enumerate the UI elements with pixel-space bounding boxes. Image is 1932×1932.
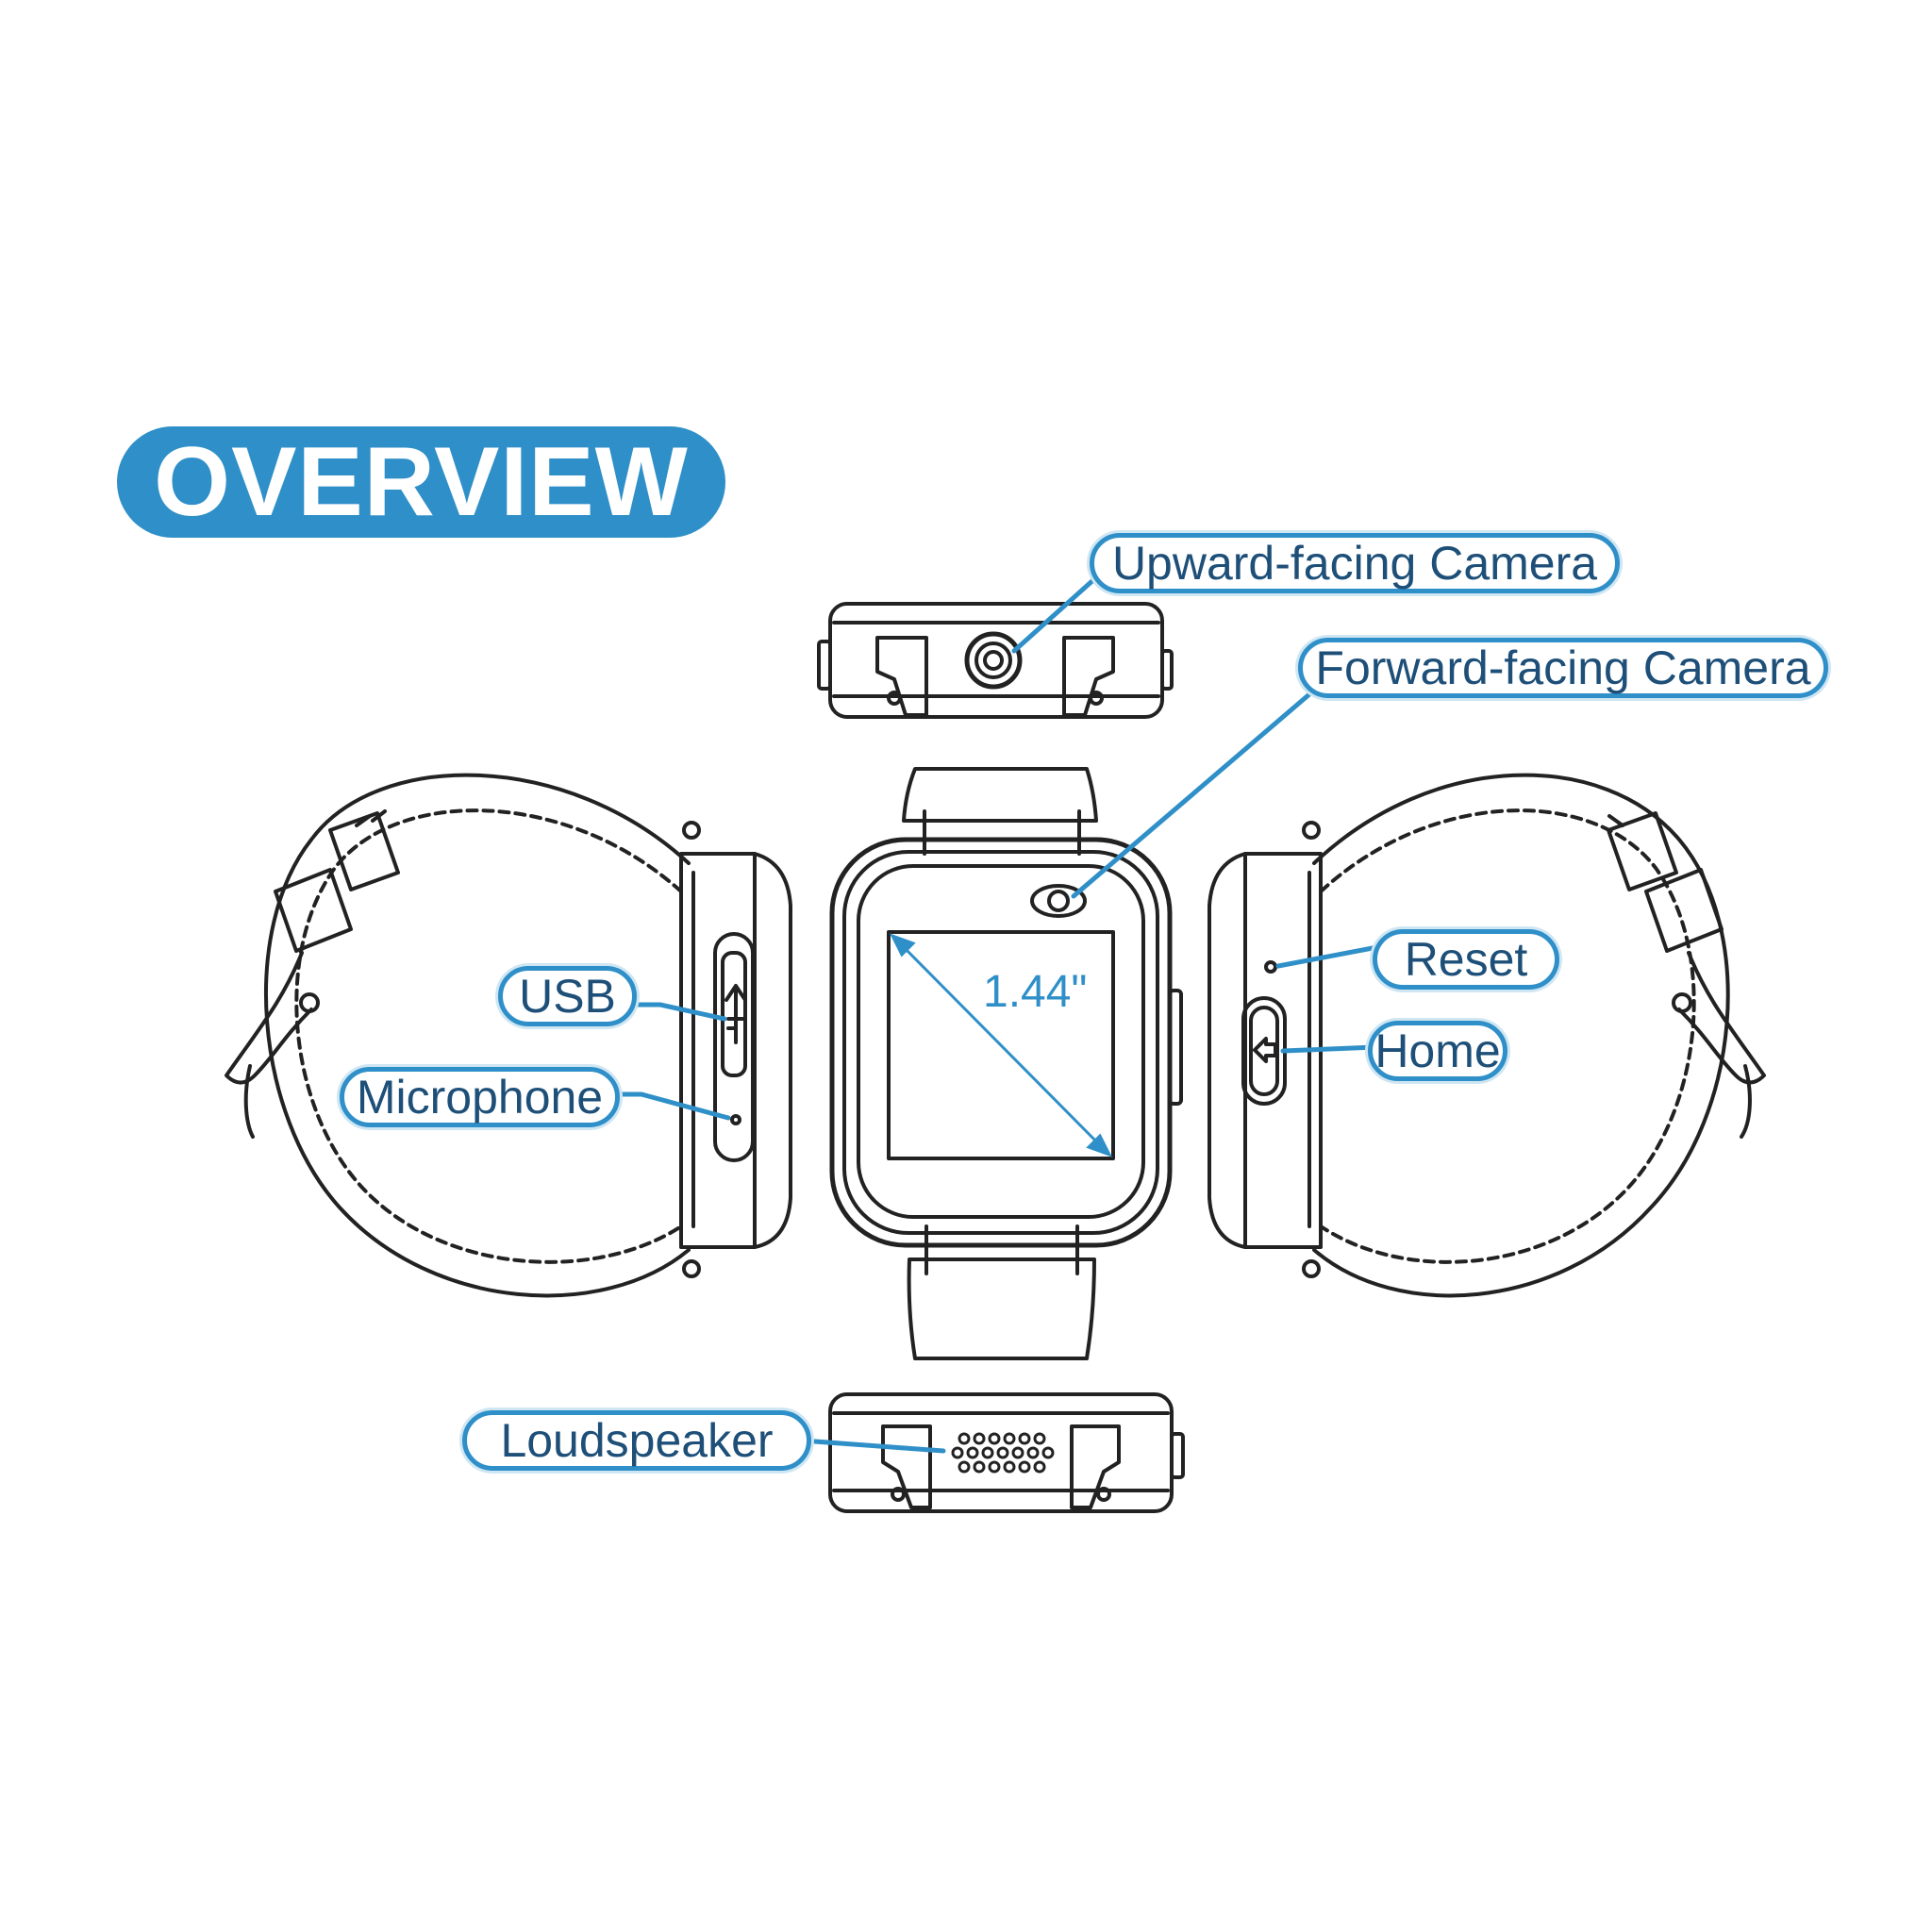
- loudspeaker-label: Loudspeaker: [462, 1410, 811, 1471]
- upward-camera-label: Upward-facing Camera: [1090, 533, 1620, 593]
- home-label: Home: [1368, 1021, 1507, 1081]
- forward-camera-label: Forward-facing Camera: [1298, 638, 1828, 698]
- microphone-text: Microphone: [356, 1071, 604, 1124]
- overview-title-badge: OVERVIEW: [117, 426, 725, 538]
- usb-label: USB: [498, 966, 637, 1026]
- reset-label: Reset: [1373, 929, 1559, 990]
- screen-size-label: 1.44": [983, 967, 1088, 1017]
- loudspeaker-text: Loudspeaker: [500, 1414, 774, 1467]
- speaker-grille: [951, 1432, 1055, 1474]
- forward-camera-text: Forward-facing Camera: [1315, 641, 1811, 694]
- upward-camera-text: Upward-facing Camera: [1111, 537, 1598, 590]
- usb-text: USB: [519, 970, 616, 1023]
- home-text: Home: [1374, 1024, 1501, 1077]
- watch-left-side-view: [225, 773, 792, 1298]
- watch-bottom-view: [828, 1392, 1185, 1513]
- screen-diagonal: [889, 933, 1113, 1158]
- page-title: OVERVIEW: [154, 427, 689, 537]
- watch-front-view: [829, 767, 1183, 1360]
- reset-text: Reset: [1404, 933, 1528, 986]
- watch-top-view: [817, 602, 1174, 719]
- microphone-label: Microphone: [340, 1067, 620, 1127]
- callout-leaders: [615, 568, 1378, 1454]
